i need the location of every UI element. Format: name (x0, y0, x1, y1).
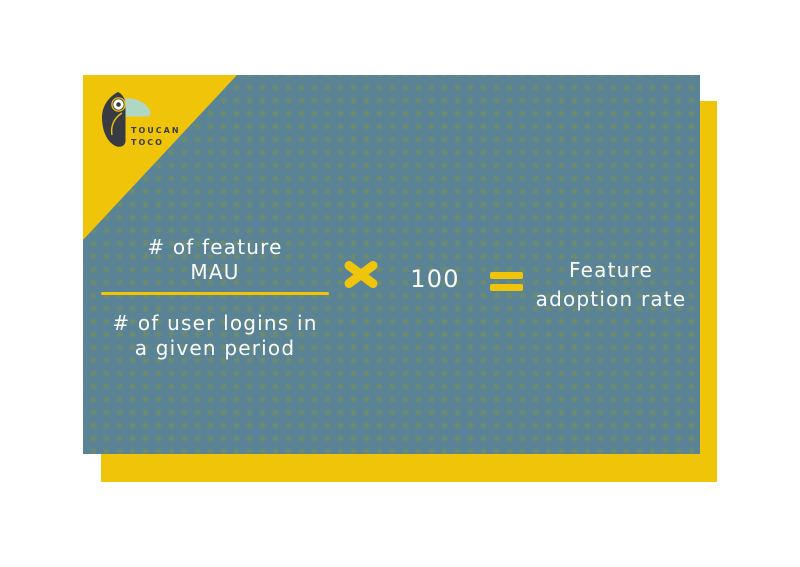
numerator-line1: # of feature (147, 235, 283, 259)
fraction-block: # of feature MAU # of user logins in a g… (101, 235, 329, 361)
numerator-line2: MAU (190, 260, 240, 284)
fraction-divider-line (101, 292, 329, 296)
multiplier-value: 100 (410, 265, 460, 293)
multiply-icon (344, 261, 378, 288)
brand-wordmark: TOUCAN TOCO (131, 125, 181, 148)
brand-name-line2: TOCO (131, 137, 164, 147)
result-line2: adoption rate (535, 287, 687, 311)
equals-bar-bottom (490, 284, 523, 291)
denominator-line2: a given period (134, 336, 296, 361)
denominator-line1: # of user logins in (112, 311, 318, 336)
toucan-icon (102, 92, 151, 147)
brand-name-line1: TOUCAN (131, 126, 181, 135)
result-label: Feature adoption rate (521, 256, 701, 314)
result-line1: Feature (569, 258, 653, 282)
equals-icon (490, 272, 523, 291)
equals-bar-top (490, 272, 523, 279)
formula-card: TOUCAN TOCO # of feature MAU # of user l… (83, 75, 700, 454)
